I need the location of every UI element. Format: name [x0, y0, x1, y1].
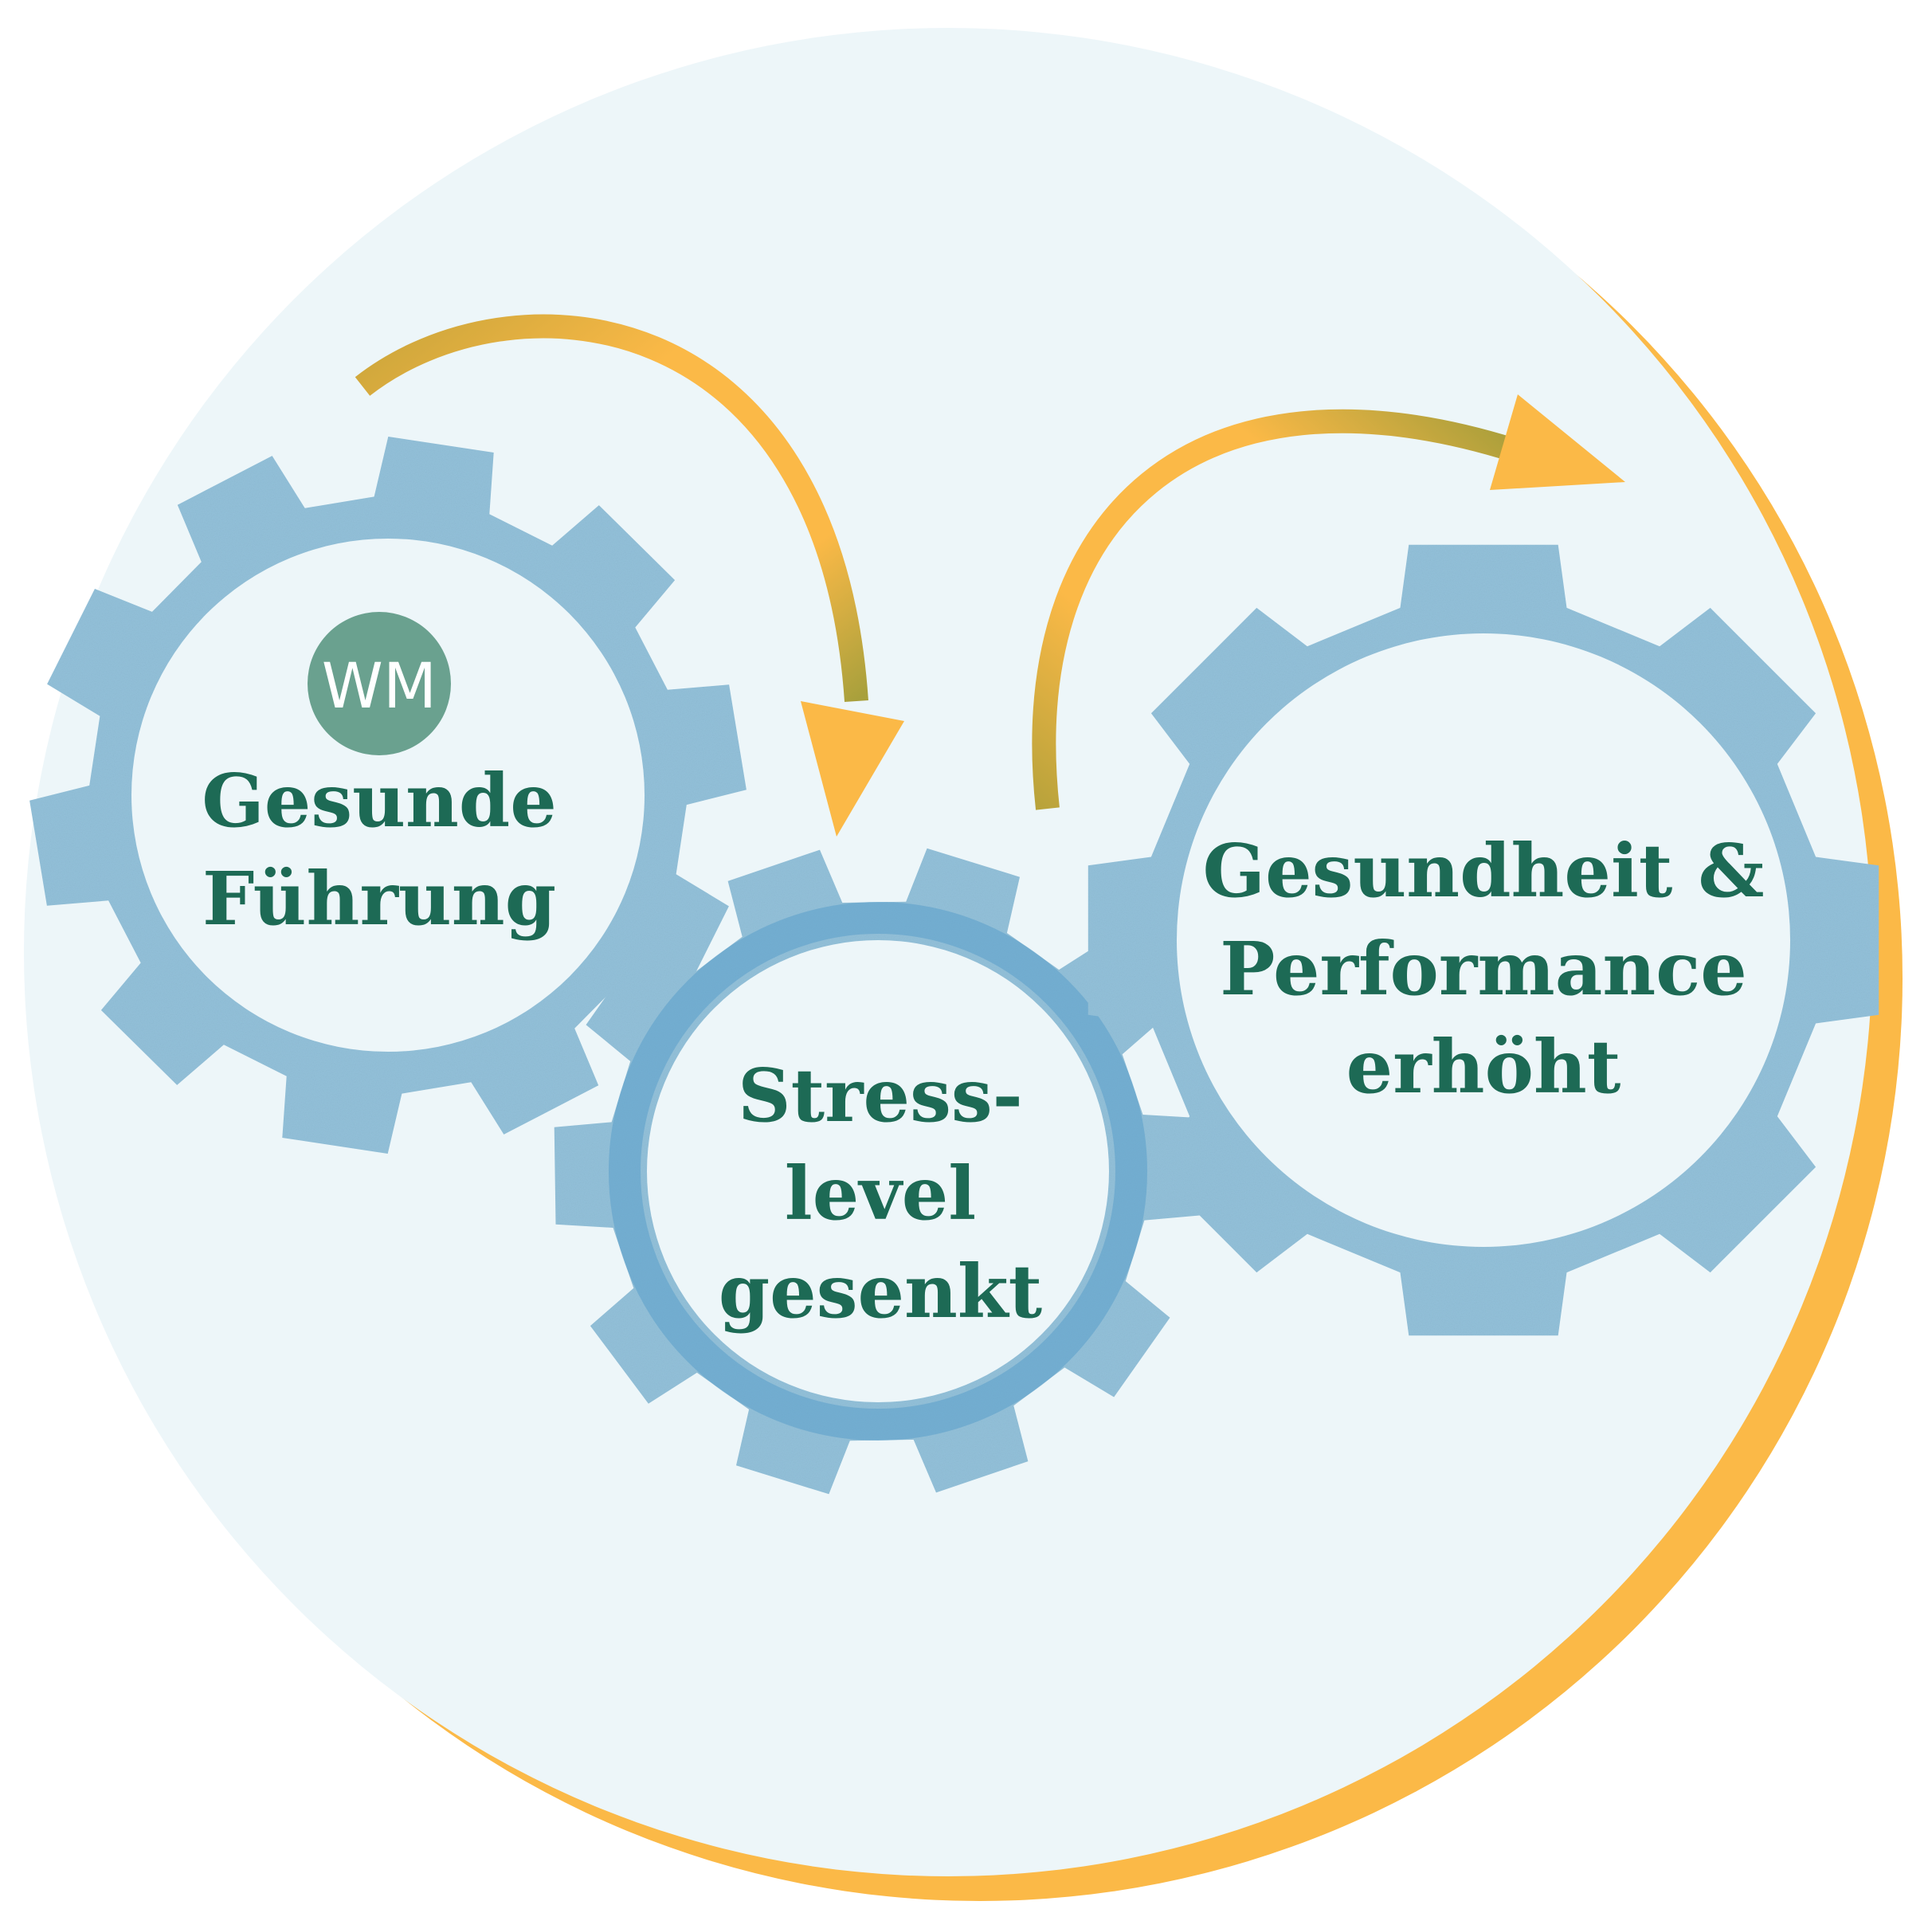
gear-icon	[554, 848, 1202, 1495]
arrow-head	[801, 701, 904, 837]
label-line: Führung	[202, 856, 556, 942]
gear-icon	[1087, 544, 1879, 1336]
gear-hole	[647, 940, 1109, 1402]
label-line: Gesunde	[202, 758, 557, 844]
logo-badge	[308, 612, 451, 755]
label-line: gesenkt	[719, 1248, 1043, 1335]
curved-arrow-icon	[1032, 394, 1625, 810]
wm-logo-icon: WM	[308, 612, 451, 755]
gear-label-stresslevel-gesenkt: Stress- level gesenkt	[719, 1052, 1043, 1335]
label-line: level	[785, 1150, 976, 1237]
gear-hole	[1177, 633, 1790, 1247]
curved-arrow-icon	[355, 314, 904, 837]
gear-label-gesunde-fuehrung: Gesunde Führung	[202, 758, 557, 942]
gear-label-gesundheit-performance: Gesundheit & Performance erhöht	[1203, 828, 1765, 1110]
logo-text: WM	[322, 651, 437, 723]
arrow-head	[1490, 394, 1625, 490]
arrow-shaft	[355, 314, 868, 703]
label-line: Gesundheit &	[1203, 828, 1765, 914]
label-line: erhöht	[1346, 1024, 1621, 1110]
gear-ring	[609, 902, 1147, 1441]
gear-hole	[131, 539, 645, 1052]
gear-icon	[29, 437, 747, 1154]
label-line: Performance	[1220, 926, 1747, 1012]
label-line: Stress-	[738, 1052, 1023, 1139]
arrow-shaft	[1032, 409, 1518, 810]
